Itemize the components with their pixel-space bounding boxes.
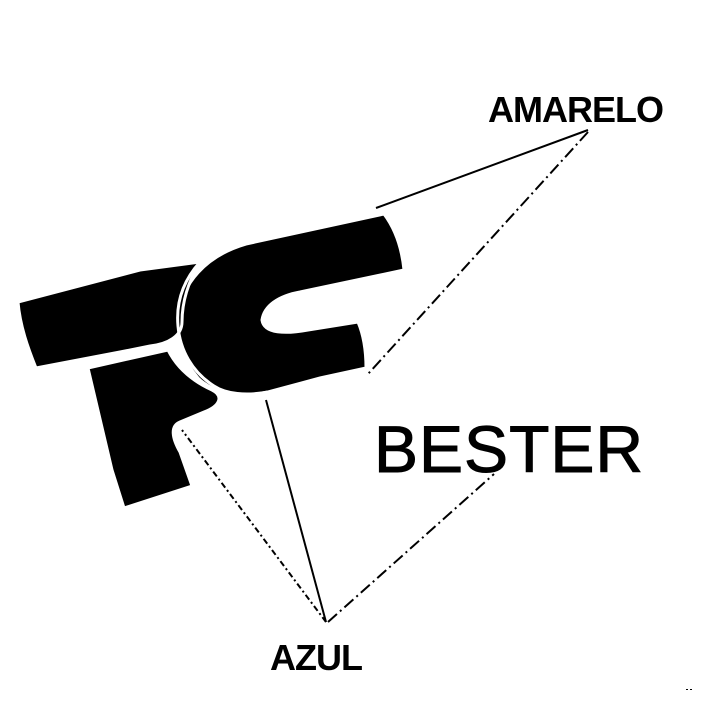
logo-letter-t-stem: [86, 348, 221, 510]
bester-wordmark: BESTER: [373, 412, 645, 486]
azul-dashed-leader: [327, 473, 495, 623]
scan-specks: [686, 689, 692, 690]
amarelo-leader-lines: [367, 129, 589, 375]
amarelo-solid-leader: [375, 129, 589, 209]
azul-dashdot-leader: [181, 429, 327, 623]
azul-leader-lines: [181, 399, 495, 623]
azul-color-label: AZUL: [270, 637, 363, 678]
logo-letter-t-bar: [16, 260, 203, 370]
logo-letter-c: [176, 212, 406, 397]
logo-inner-outline: [176, 260, 269, 396]
amarelo-dashed-leader: [367, 131, 589, 375]
tc-monogram-logo: [16, 212, 406, 510]
amarelo-color-label: AMARELO: [488, 89, 664, 130]
azul-solid-leader: [265, 399, 327, 623]
